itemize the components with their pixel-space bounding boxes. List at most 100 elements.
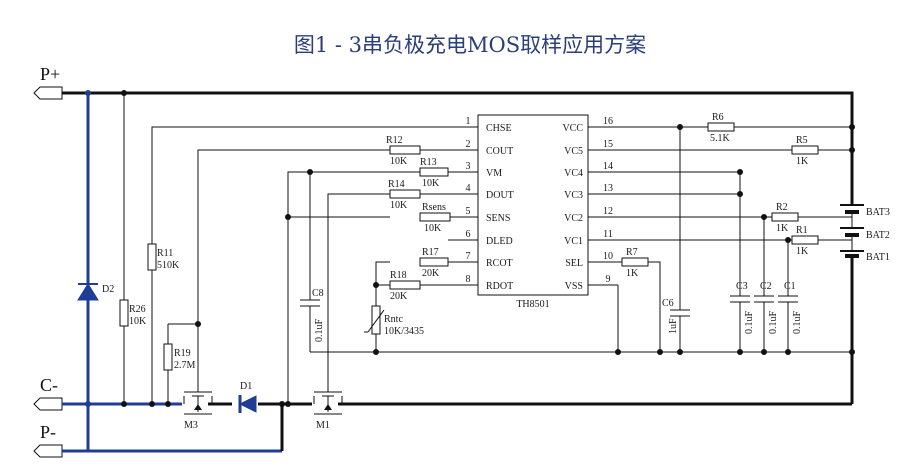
pin-11-name: VC1: [564, 236, 583, 247]
pin-6-name: DLED: [486, 236, 513, 247]
right-cell-wires: [618, 126, 852, 352]
pin-12-num: 12: [603, 206, 613, 217]
resistors: R12 10K R13 10K R14 10K Rsens 10K R17 20…: [119, 112, 819, 371]
pin-7-name: RCOT: [486, 258, 513, 269]
terminal-p-plus: P+: [33, 64, 63, 100]
r13-value: 10K: [422, 178, 440, 189]
pin-9-name: VSS: [565, 281, 583, 292]
battery-bat2: BAT2: [840, 227, 890, 241]
pin-5-name: SENS: [486, 213, 510, 224]
r6-value: 5.1K: [710, 133, 731, 144]
r7-name: R7: [626, 247, 638, 258]
r5-value: 1K: [796, 156, 809, 167]
c1-name: C1: [784, 281, 796, 292]
pin-1-name: CHSE: [486, 123, 512, 134]
pin-4-num: 4: [466, 183, 471, 194]
d1-label: D1: [240, 381, 252, 392]
pin-14-name: VC4: [564, 168, 583, 179]
ic-name: TH8501: [516, 299, 549, 310]
terminal-p-minus-label: P-: [40, 422, 56, 442]
resistor-r18: R18 20K: [389, 270, 421, 302]
resistor-r1: R1 1K: [791, 225, 819, 257]
bat1-label: BAT1: [866, 252, 890, 263]
pin-2-name: COUT: [486, 146, 513, 157]
resistor-r11: R11 510K: [147, 243, 180, 271]
capacitors: C8 0.1uF C6 1uF C3 0.1uF C2 0.1uF C1 0.1…: [300, 281, 803, 342]
pin-2-num: 2: [466, 139, 471, 150]
r18-name: R18: [390, 270, 407, 281]
r26-name: R26: [129, 304, 146, 315]
pin-12-name: VC2: [564, 213, 583, 224]
c8-value: 0.1uF: [314, 319, 325, 343]
r26-value: 10K: [129, 316, 147, 327]
d2-label: D2: [102, 284, 114, 295]
battery-bat3: BAT3: [840, 204, 890, 218]
r12-name: R12: [386, 135, 403, 146]
pin-13-num: 13: [603, 183, 613, 194]
r12-value: 10K: [390, 156, 408, 167]
terminal-p-plus-label: P+: [40, 64, 60, 84]
r2-name: R2: [776, 202, 788, 213]
m1-label: M1: [316, 420, 330, 431]
pin-10-num: 10: [603, 251, 613, 262]
resistor-r2: R2 1K: [771, 202, 799, 234]
battery-stack: BAT3 BAT2 BAT1: [840, 204, 890, 263]
resistor-r26: R26 10K: [119, 299, 147, 327]
resistor-r12: R12 10K: [386, 135, 421, 167]
resistor-r13: R13 10K: [419, 157, 449, 189]
r13-name: R13: [420, 157, 437, 168]
resistor-r5: R5 1K: [791, 135, 819, 167]
pin-13-name: VC3: [564, 190, 583, 201]
c2-name: C2: [760, 281, 772, 292]
mosfet-m1: M1: [313, 391, 343, 431]
r5-name: R5: [796, 135, 808, 146]
r1-value: 1K: [796, 246, 809, 257]
c2-value: 0.1uF: [768, 311, 779, 335]
diode-d1: D1: [238, 381, 257, 413]
diode-d2: D2: [77, 283, 114, 301]
resistor-r14: R14 10K: [388, 179, 421, 211]
terminal-p-minus: P-: [33, 422, 63, 458]
terminal-c-minus: C-: [33, 375, 63, 411]
pin-6-num: 6: [466, 229, 471, 240]
c6-name: C6: [662, 298, 674, 309]
pin-8-name: RDOT: [486, 281, 513, 292]
ic-right-pins: 16 15 14 13 12 11 10 9 VCC VC5 VC4 VC3 V…: [562, 116, 618, 292]
pin-7-num: 7: [466, 251, 471, 262]
power-rails: [62, 91, 854, 453]
r1-name: R1: [796, 225, 808, 236]
r18-value: 20K: [390, 291, 408, 302]
junction-dots: [85, 90, 855, 407]
capacitor-c6: C6 1uF: [662, 298, 690, 334]
rntc-value: 10K/3435: [384, 326, 424, 337]
resistor-r7: R7 1K: [621, 247, 649, 279]
left-signal-wires: [86, 93, 852, 404]
pin-1-num: 1: [466, 116, 471, 127]
c1-value: 0.1uF: [792, 311, 803, 335]
capacitor-c1: C1 0.1uF: [778, 281, 803, 334]
c6-value: 1uF: [668, 318, 679, 334]
r7-value: 1K: [626, 268, 639, 279]
r17-value: 20K: [422, 268, 440, 279]
c3-name: C3: [736, 281, 748, 292]
pin-3-name: VM: [486, 168, 502, 179]
c3-value: 0.1uF: [744, 311, 755, 335]
mosfet-m3: M3: [183, 391, 213, 431]
pin-4-name: DOUT: [486, 190, 514, 201]
capacitor-c8: C8 0.1uF: [300, 288, 325, 342]
c8-name: C8: [312, 288, 324, 299]
pin-11-num: 11: [603, 229, 613, 240]
thermistor-rntc: Rntc 10K/3435: [364, 305, 424, 337]
bat3-label: BAT3: [866, 207, 890, 218]
r14-name: R14: [388, 179, 405, 190]
r17-name: R17: [422, 247, 439, 258]
pin-5-num: 5: [466, 206, 471, 217]
r6-name: R6: [712, 112, 724, 123]
resistor-r17: R17 20K: [419, 247, 449, 279]
diagram-title: 图1 - 3串负极充电MOS取样应用方案: [294, 33, 646, 57]
bat2-label: BAT2: [866, 230, 890, 241]
pin-16-num: 16: [603, 116, 613, 127]
terminal-c-minus-label: C-: [40, 375, 58, 395]
